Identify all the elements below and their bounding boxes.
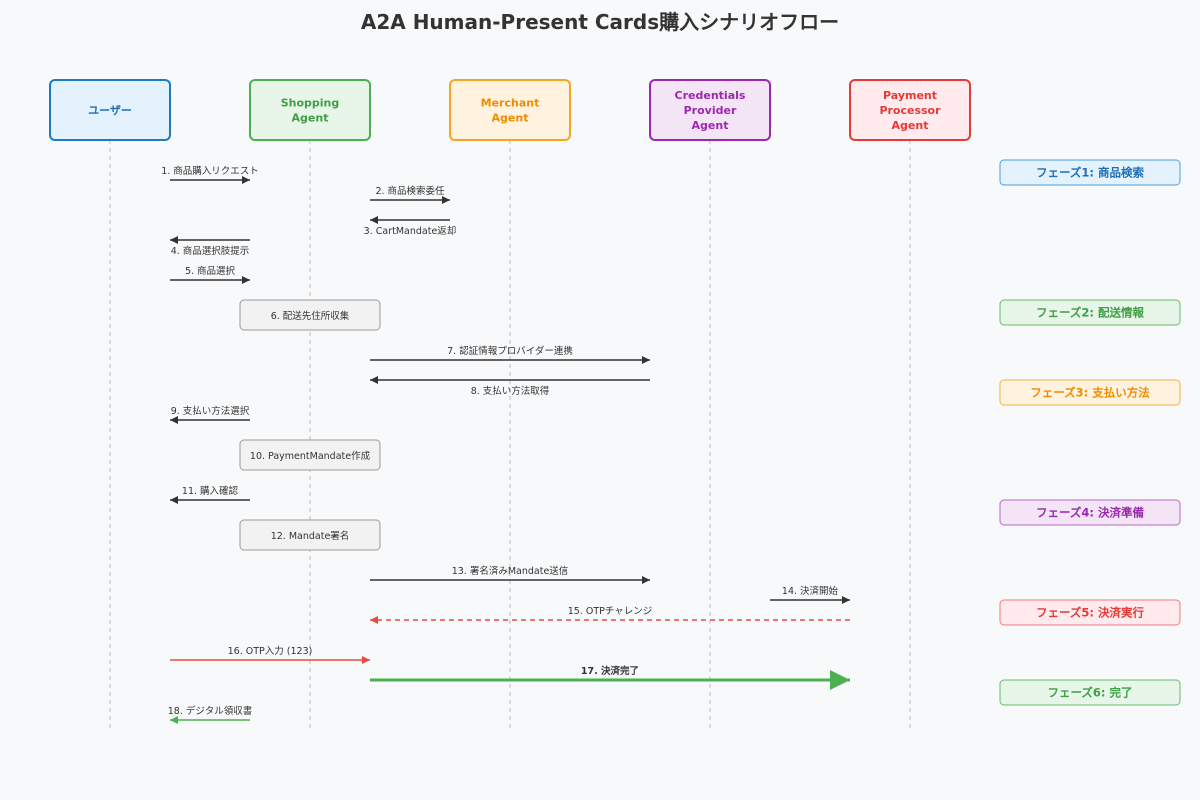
diagram-title: A2A Human-Present Cards購入シナリオフロー [361,10,839,34]
actors: ユーザーShoppingAgentMerchantAgentCredential… [49,79,971,141]
message-6: 7. 認証情報プロバイダー連携 [370,345,650,364]
actor-label-credentials: Provider [684,104,737,117]
message-label: 15. OTPチャレンジ [568,606,653,617]
message-label: 1. 商品購入リクエスト [161,165,259,177]
actor-label-shopping: Shopping [281,97,340,110]
phase-label: フェーズ6: 完了 [1047,686,1132,700]
phase-badge-3: フェーズ3: 支払い方法 [999,379,1181,406]
actor-label-merchant: Agent [492,112,529,125]
message-2: 2. 商品検索委任 [370,185,450,204]
phase-badge-5: フェーズ5: 決済実行 [999,599,1181,626]
actor-box-user [49,79,171,141]
message-label: 11. 購入確認 [182,485,239,497]
step-label: 6. 配送先住所収集 [271,310,350,322]
message-11: 14. 決済開始 [770,585,850,604]
actor-box-credentials [649,79,771,141]
phase-label: フェーズ1: 商品検索 [1036,166,1145,180]
message-label: 13. 署名済みMandate送信 [452,565,569,577]
actor-label-payment: Processor [879,104,941,117]
phase-badge-2: フェーズ2: 配送情報 [999,299,1181,326]
actor-user: ユーザー [49,79,171,141]
step-label: 10. PaymentMandate作成 [250,450,371,462]
step-box [239,519,381,551]
message-1: 1. 商品購入リクエスト [161,165,259,184]
phase-box [999,379,1181,406]
message-label: 7. 認証情報プロバイダー連携 [447,345,573,357]
message-label: 14. 決済開始 [782,585,839,597]
message-14: 17. 決済完了 [370,665,850,690]
message-5: 5. 商品選択 [170,265,250,284]
message-13: 16. OTP入力 (123) [170,645,370,664]
phase-badge-6: フェーズ6: 完了 [999,679,1181,706]
phase-label: フェーズ4: 決済準備 [1036,506,1145,520]
phase-box [999,299,1181,326]
phase-box [999,499,1181,526]
message-label: 18. デジタル領収書 [168,705,252,717]
actor-box-shopping [249,79,371,141]
actor-label-payment: Agent [892,119,929,132]
step-label: 12. Mandate署名 [271,530,350,542]
phase-badge-4: フェーズ4: 決済準備 [999,499,1181,526]
message-12: 15. OTPチャレンジ [370,606,850,624]
phase-box [999,679,1181,706]
step-box-2: 10. PaymentMandate作成 [239,439,381,471]
actor-label-payment: Payment [883,89,937,102]
message-label: 16. OTP入力 (123) [228,645,313,657]
actor-label-credentials: Credentials [675,89,746,102]
phase-label: フェーズ2: 配送情報 [1036,306,1145,320]
actor-label-merchant: Merchant [481,97,540,110]
actor-label-shopping: Agent [292,112,329,125]
messages: 1. 商品購入リクエスト 2. 商品検索委任 3. CartMandate返却 4. … [161,165,850,724]
message-7: 8. 支払い方法取得 [370,376,650,397]
phase-label: フェーズ5: 決済実行 [1036,606,1145,620]
message-label: 9. 支払い方法選択 [171,405,250,417]
message-label: 5. 商品選択 [185,265,236,277]
step-box [239,439,381,471]
phase-label: フェーズ3: 支払い方法 [1030,386,1150,400]
actor-label-user: ユーザー [88,104,132,117]
lifelines [109,140,911,730]
steps: 6. 配送先住所収集 10. PaymentMandate作成 12. Mandat… [239,299,381,551]
message-label: 4. 商品選択肢提示 [171,245,250,257]
message-4: 4. 商品選択肢提示 [170,236,250,257]
step-box-1: 6. 配送先住所収集 [239,299,381,331]
message-15: 18. デジタル領収書 [168,705,252,724]
phase-box [999,599,1181,626]
actor-label-credentials: Agent [692,119,729,132]
message-label: 8. 支払い方法取得 [471,385,550,397]
message-label: 17. 決済完了 [581,665,639,677]
message-9: 11. 購入確認 [170,485,250,504]
message-8: 9. 支払い方法選択 [170,405,250,424]
message-3: 3. CartMandate返却 [364,216,457,237]
phase-badge-1: フェーズ1: 商品検索 [999,159,1181,186]
message-label: 2. 商品検索委任 [375,185,445,197]
message-label: 3. CartMandate返却 [364,225,457,237]
step-box [239,299,381,331]
actor-box-payment [849,79,971,141]
step-box-3: 12. Mandate署名 [239,519,381,551]
phase-box [999,159,1181,186]
message-10: 13. 署名済みMandate送信 [370,565,650,584]
actor-box-merchant [449,79,571,141]
